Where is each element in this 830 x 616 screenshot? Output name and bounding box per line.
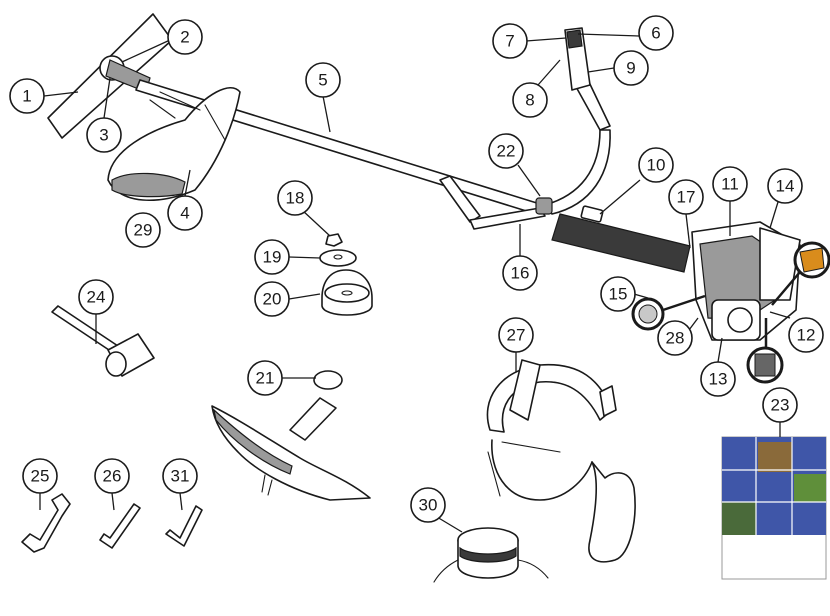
combination-wrench bbox=[21, 493, 71, 553]
svg-text:22: 22 bbox=[497, 142, 516, 161]
engine bbox=[691, 221, 801, 341]
callout-16: 16 bbox=[502, 255, 538, 291]
leader-lines bbox=[39, 33, 791, 533]
callout-23: 23 bbox=[762, 387, 798, 423]
callout-28: 28 bbox=[657, 320, 693, 356]
svg-text:21: 21 bbox=[256, 369, 275, 388]
handlebar bbox=[439, 27, 611, 230]
callout-14: 14 bbox=[767, 168, 803, 204]
callout-15: 15 bbox=[600, 276, 636, 312]
callout-2: 2 bbox=[167, 19, 203, 55]
callout-3: 3 bbox=[86, 117, 122, 153]
callout-18: 18 bbox=[277, 180, 313, 216]
nut bbox=[325, 233, 343, 247]
svg-text:28: 28 bbox=[666, 329, 685, 348]
detail-primer-bulb bbox=[631, 294, 706, 331]
svg-text:4: 4 bbox=[180, 204, 189, 223]
svg-text:8: 8 bbox=[525, 91, 534, 110]
operator-manual bbox=[721, 436, 827, 580]
callout-19: 19 bbox=[254, 239, 290, 275]
callout-9: 9 bbox=[613, 50, 649, 86]
svg-text:12: 12 bbox=[797, 326, 816, 345]
svg-text:15: 15 bbox=[609, 285, 628, 304]
callout-12: 12 bbox=[788, 317, 824, 353]
svg-text:9: 9 bbox=[626, 59, 635, 78]
svg-text:26: 26 bbox=[103, 467, 122, 486]
svg-text:3: 3 bbox=[99, 126, 108, 145]
svg-text:24: 24 bbox=[87, 288, 106, 307]
svg-text:14: 14 bbox=[776, 177, 795, 196]
callout-27: 27 bbox=[498, 317, 534, 353]
callout-4: 4 bbox=[167, 195, 203, 231]
svg-text:27: 27 bbox=[507, 326, 526, 345]
svg-text:31: 31 bbox=[171, 467, 190, 486]
svg-text:6: 6 bbox=[651, 24, 660, 43]
callout-22: 22 bbox=[488, 133, 524, 169]
svg-text:5: 5 bbox=[318, 71, 327, 90]
support-washer bbox=[319, 249, 357, 267]
callouts: 1 2 3 4 5 6 7 8 9 10 11 12 13 14 15 16 1… bbox=[9, 15, 824, 523]
svg-text:10: 10 bbox=[647, 156, 666, 175]
svg-text:1: 1 bbox=[22, 87, 31, 106]
callout-25: 25 bbox=[22, 458, 58, 494]
svg-text:7: 7 bbox=[505, 32, 514, 51]
callout-10: 10 bbox=[638, 147, 674, 183]
svg-text:23: 23 bbox=[771, 396, 790, 415]
callout-26: 26 bbox=[94, 458, 130, 494]
svg-text:30: 30 bbox=[419, 496, 438, 515]
svg-text:17: 17 bbox=[677, 188, 696, 207]
svg-text:19: 19 bbox=[263, 248, 282, 267]
hex-key-small bbox=[165, 505, 203, 547]
callout-1: 1 bbox=[9, 78, 45, 114]
svg-text:16: 16 bbox=[511, 264, 530, 283]
support-cup bbox=[321, 269, 373, 316]
trimmer-head bbox=[433, 527, 549, 583]
blade-guard bbox=[107, 87, 241, 202]
callout-6: 6 bbox=[638, 15, 674, 51]
callout-5: 5 bbox=[305, 62, 341, 98]
svg-text:13: 13 bbox=[709, 370, 728, 389]
callout-30: 30 bbox=[410, 487, 446, 523]
detail-air-filter bbox=[771, 241, 830, 306]
socket-wrench bbox=[51, 305, 155, 377]
callout-11: 11 bbox=[712, 166, 748, 202]
svg-text:20: 20 bbox=[263, 290, 282, 309]
callout-29: 29 bbox=[125, 212, 161, 248]
callout-13: 13 bbox=[700, 361, 736, 397]
svg-text:18: 18 bbox=[286, 189, 305, 208]
callout-21: 21 bbox=[247, 360, 283, 396]
callout-24: 24 bbox=[78, 279, 114, 315]
callout-20: 20 bbox=[254, 281, 290, 317]
harness bbox=[486, 359, 636, 563]
trimmer-guard bbox=[211, 370, 371, 501]
callout-8: 8 bbox=[512, 82, 548, 118]
svg-text:25: 25 bbox=[31, 467, 50, 486]
callout-17: 17 bbox=[668, 179, 704, 215]
callout-31: 31 bbox=[162, 458, 198, 494]
svg-text:11: 11 bbox=[721, 175, 739, 194]
svg-text:2: 2 bbox=[180, 28, 189, 47]
callout-7: 7 bbox=[492, 23, 528, 59]
rear-shaft bbox=[551, 205, 691, 273]
svg-text:29: 29 bbox=[134, 221, 153, 240]
detail-choke bbox=[746, 318, 784, 384]
hex-key-large bbox=[99, 503, 141, 549]
